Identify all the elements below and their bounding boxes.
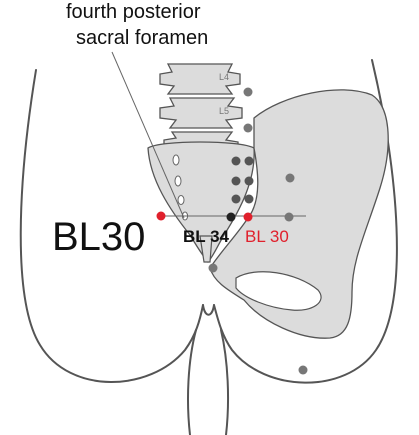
- sacrum: [147, 141, 255, 263]
- lumbar-vertebrae: [159, 63, 243, 151]
- bl34-dot: [226, 212, 236, 222]
- annotation-fourth-posterior: fourth posterior: [66, 1, 201, 23]
- point-dot: [243, 87, 253, 97]
- obturator-foramen: [235, 271, 322, 311]
- point-dot: [244, 194, 254, 204]
- label-bl30-large: BL30: [52, 215, 145, 259]
- point-dot: [231, 194, 241, 204]
- annotation-sacral-foramen: sacral foramen: [76, 27, 208, 49]
- point-dot: [231, 176, 241, 186]
- reference-lines: [111, 51, 306, 219]
- label-bl30: BL 30: [245, 227, 289, 246]
- point-dot: [298, 365, 308, 375]
- label-bl34: BL 34: [183, 227, 230, 246]
- vertebra-label-l4: L4: [219, 72, 229, 82]
- point-dot: [231, 156, 241, 166]
- point-dot: [244, 156, 254, 166]
- point-dot: [243, 123, 253, 133]
- point-dot: [208, 263, 218, 273]
- point-dot: [285, 173, 295, 183]
- bl30-dot-left: [156, 211, 166, 221]
- vertebra-label-l5: L5: [219, 106, 229, 116]
- point-dot: [244, 176, 254, 186]
- bl30-dot-right: [243, 212, 253, 222]
- body-outline: [19, 59, 398, 435]
- point-dot: [284, 212, 294, 222]
- acupoint-dots: [156, 87, 308, 375]
